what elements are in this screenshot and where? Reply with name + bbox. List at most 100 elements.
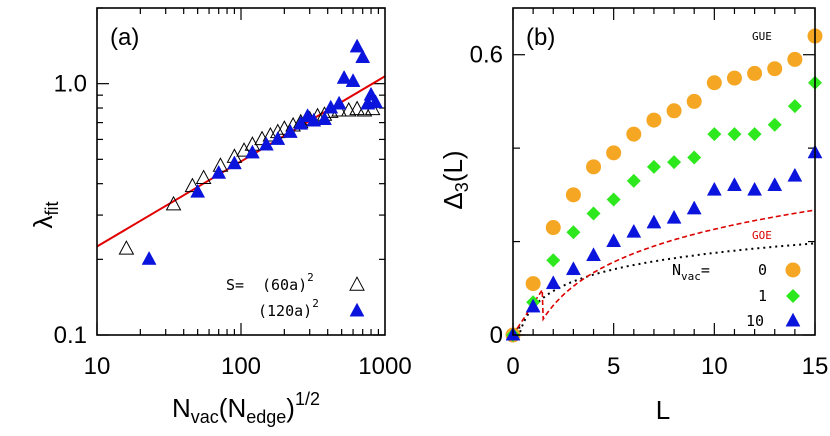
legend-label-120a-sup: 2 bbox=[312, 297, 319, 310]
panel-b-markers bbox=[505, 28, 823, 343]
data-point-nvac-10 bbox=[666, 209, 682, 224]
data-point-60a bbox=[195, 169, 212, 185]
data-point-120a bbox=[336, 70, 352, 84]
y-axis-label-b-base: Δ bbox=[438, 192, 468, 209]
data-point-nvac-0 bbox=[626, 126, 642, 142]
data-point-nvac-10 bbox=[706, 181, 722, 196]
panel-a-frame bbox=[96, 7, 386, 336]
data-point-nvac-0 bbox=[726, 70, 742, 86]
data-point-nvac-10 bbox=[727, 177, 742, 191]
data-point-nvac-0 bbox=[606, 145, 622, 161]
panel-b-frame bbox=[512, 7, 816, 336]
legend-title-end: = bbox=[701, 261, 710, 279]
data-point-nvac-0 bbox=[545, 220, 561, 236]
x-axis-label-sub1: vac bbox=[191, 407, 219, 427]
legend-label-10: 10 bbox=[746, 312, 764, 330]
data-point-nvac-0 bbox=[646, 112, 662, 128]
x-axis-label-base: N bbox=[172, 393, 191, 423]
data-point-nvac-1 bbox=[707, 127, 722, 142]
y-tick-label: 1.0 bbox=[54, 71, 87, 98]
goe-label: GOE bbox=[752, 229, 772, 242]
y-tick-label-b: 0.6 bbox=[470, 42, 503, 69]
y-axis-label-b: Δ3(L) bbox=[438, 150, 472, 209]
legend-label-0: 0 bbox=[758, 261, 767, 279]
gue-label: GUE bbox=[752, 30, 772, 43]
x-axis-label-mid: (N bbox=[219, 393, 246, 423]
y-tick-label: 0.1 bbox=[54, 322, 87, 349]
data-point-120a bbox=[270, 131, 286, 145]
x-tick-label: 100 bbox=[221, 353, 261, 380]
panel-a-markers bbox=[118, 38, 383, 265]
legend-markers bbox=[349, 276, 365, 317]
data-point-nvac-0 bbox=[747, 65, 763, 81]
data-point-nvac-1 bbox=[566, 225, 581, 240]
data-point-60a bbox=[340, 101, 357, 117]
legend-title-sub: vac bbox=[681, 270, 701, 283]
y-axis-label-sub: fit bbox=[42, 201, 62, 215]
data-point-nvac-0 bbox=[767, 61, 783, 77]
data-point-120a bbox=[141, 251, 157, 265]
legend-label-1: 1 bbox=[758, 287, 767, 305]
data-point-120a bbox=[331, 95, 347, 110]
x-tick-label-b: 0 bbox=[506, 353, 519, 380]
data-point-nvac-0 bbox=[686, 93, 702, 109]
data-point-60a bbox=[262, 126, 279, 142]
data-point-nvac-1 bbox=[606, 192, 621, 207]
data-point-60a bbox=[118, 240, 135, 255]
x-tick-label-b: 10 bbox=[701, 353, 728, 380]
data-point-60a bbox=[184, 177, 201, 193]
data-point-120a bbox=[211, 164, 227, 179]
data-point-nvac-0 bbox=[525, 276, 541, 292]
x-tick-label-b: 15 bbox=[802, 353, 829, 380]
x-tick-label-b: 5 bbox=[607, 353, 620, 380]
y-axis-label: λfit bbox=[28, 201, 62, 228]
data-point-nvac-1 bbox=[787, 99, 802, 114]
data-point-nvac-10 bbox=[606, 233, 622, 248]
legend-markers-b bbox=[785, 262, 801, 327]
data-point-nvac-10 bbox=[747, 181, 763, 196]
data-point-nvac-10 bbox=[626, 223, 642, 238]
legend-marker-nvac-1 bbox=[786, 289, 800, 303]
panel-b-legend: Nvac= 0 1 10 bbox=[672, 261, 801, 330]
x-axis-label-sub2: edge bbox=[246, 407, 286, 427]
x-axis-label-sup: 1/2 bbox=[295, 389, 320, 409]
data-point-nvac-10 bbox=[545, 275, 561, 290]
data-point-60a bbox=[165, 195, 182, 211]
legend-title: Nvac= bbox=[672, 261, 710, 283]
legend-title-base: N bbox=[672, 261, 681, 279]
data-point-120a bbox=[368, 94, 383, 109]
data-point-120a bbox=[282, 124, 298, 138]
data-point-nvac-1 bbox=[626, 173, 641, 188]
data-point-120a bbox=[226, 155, 242, 170]
legend-marker-nvac-10 bbox=[785, 312, 801, 327]
data-point-nvac-1 bbox=[546, 253, 561, 268]
data-point-120a bbox=[306, 112, 322, 127]
legend-label-120a-base: (120a) bbox=[258, 302, 312, 320]
data-point-nvac-10 bbox=[767, 177, 783, 191]
data-point-120a bbox=[349, 38, 365, 53]
data-point-120a bbox=[355, 49, 371, 64]
gue-curve bbox=[512, 242, 816, 336]
x-tick-label: 10 bbox=[84, 353, 111, 380]
y-axis-label-b-end: (L) bbox=[438, 150, 468, 182]
data-point-60a bbox=[236, 142, 252, 157]
y-axis-label-b-sub: 3 bbox=[452, 182, 472, 192]
y-axis-label-base: λ bbox=[28, 216, 58, 229]
data-point-nvac-0 bbox=[565, 187, 581, 203]
legend-marker-nvac-0 bbox=[785, 262, 801, 278]
data-point-nvac-1 bbox=[687, 150, 702, 165]
data-point-60a bbox=[254, 130, 270, 146]
x-axis-label-end: ) bbox=[286, 393, 295, 423]
data-point-nvac-1 bbox=[767, 117, 782, 132]
data-point-nvac-1 bbox=[646, 159, 661, 174]
goe-curve bbox=[512, 209, 816, 336]
legend-marker-60a bbox=[349, 276, 365, 291]
panel-b-tick-labels: 0 5 10 15 0 0.6 bbox=[470, 42, 829, 380]
data-point-nvac-1 bbox=[747, 127, 762, 142]
panel-a-legend: S= (60a)2 (120a)2 bbox=[226, 271, 365, 320]
data-point-nvac-0 bbox=[586, 159, 602, 175]
data-point-nvac-10 bbox=[787, 167, 803, 182]
